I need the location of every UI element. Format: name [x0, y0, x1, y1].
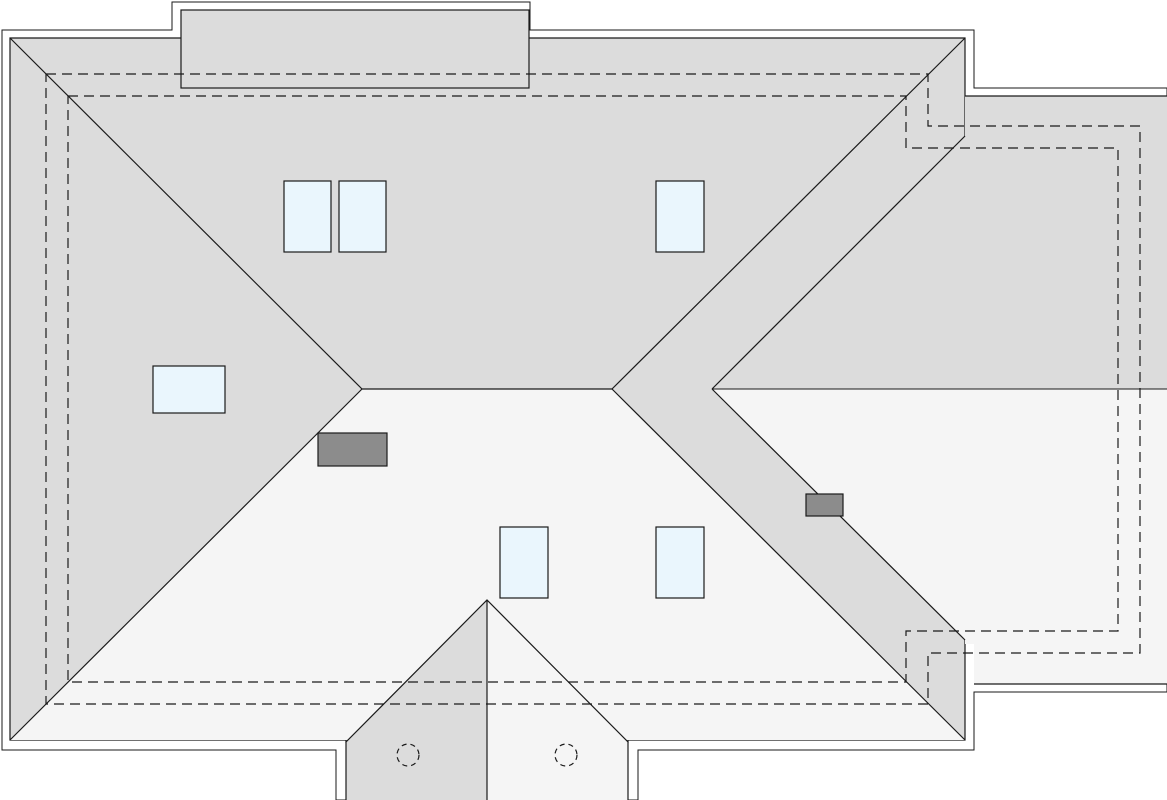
south-gable-west-slope: [346, 600, 487, 800]
hip-south-west: [9, 388, 363, 741]
skylight: [655, 526, 705, 599]
skylight: [338, 180, 387, 253]
chimney: [805, 493, 844, 517]
south-gable-outline: [345, 599, 629, 800]
roof-slope-south: [10, 389, 965, 740]
skylight: [152, 365, 226, 414]
vents: [396, 743, 578, 767]
vent: [396, 743, 420, 767]
chimneys: [317, 432, 844, 517]
chimney: [317, 432, 388, 467]
south-gable-east-slope: [487, 600, 628, 800]
valley-north-east: [711, 135, 966, 390]
east-wing-slope-south: [712, 389, 1167, 684]
skylight: [655, 180, 705, 253]
skylight: [283, 180, 332, 253]
north-extension-roof: [180, 9, 530, 89]
dashed-wall-outline-outer: [45, 73, 1141, 705]
dashed-wall-outline-inner: [67, 95, 1119, 683]
east-wing-slope-north: [712, 96, 1167, 389]
skylight: [499, 526, 549, 599]
skylights: [152, 180, 705, 599]
vent: [554, 743, 578, 767]
east-wing-outline: [965, 95, 1167, 685]
